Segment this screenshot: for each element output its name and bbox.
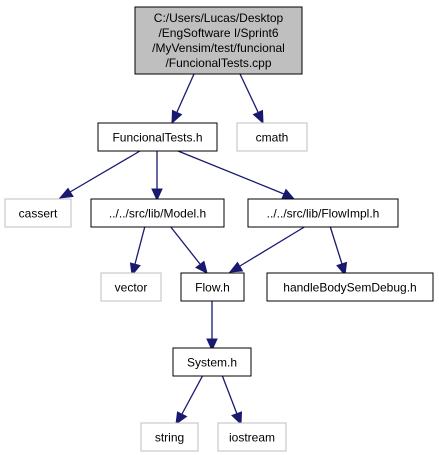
node-model-h[interactable]: ../../src/lib/Model.h bbox=[90, 198, 225, 228]
node-cassert[interactable]: cassert bbox=[4, 198, 72, 228]
node-vector-label: vector bbox=[115, 281, 148, 295]
node-handlebody-h-box bbox=[266, 272, 434, 302]
node-cassert-box bbox=[4, 198, 72, 228]
node-root-box bbox=[134, 6, 303, 75]
node-flowimpl-h-box bbox=[247, 198, 399, 228]
node-iostream[interactable]: iostream bbox=[217, 422, 287, 452]
node-string-label: string bbox=[155, 431, 184, 445]
node-handlebody-h-label: handleBodySemDebug.h bbox=[283, 281, 416, 295]
node-funcionaltests-h-box bbox=[97, 122, 218, 152]
node-cmath-label: cmath bbox=[256, 131, 289, 145]
edges bbox=[58, 73, 348, 426]
node-string[interactable]: string bbox=[140, 422, 199, 452]
node-string-box bbox=[140, 422, 199, 452]
node-cmath-box bbox=[236, 122, 308, 152]
edge-flow-h-to-system-h bbox=[206, 301, 218, 352]
edge-funcionaltests-h-to-cassert bbox=[58, 150, 141, 199]
node-flow-h-label: Flow.h bbox=[195, 281, 230, 295]
node-cassert-label: cassert bbox=[19, 207, 58, 221]
edge-root-to-cmath bbox=[239, 73, 264, 125]
nodes: C:/Users/Lucas/Desktop /EngSoftware I/Sp… bbox=[4, 6, 434, 452]
edge-model-h-to-flow-h bbox=[169, 225, 208, 274]
edge-system-h-to-string bbox=[175, 374, 204, 426]
node-root-line-2: /EngSoftware I/Sprint6 bbox=[158, 26, 278, 40]
node-root-line-1: C:/Users/Lucas/Desktop bbox=[154, 11, 284, 25]
node-root-file[interactable]: C:/Users/Lucas/Desktop /EngSoftware I/Sp… bbox=[134, 6, 303, 75]
node-vector-box bbox=[100, 272, 162, 302]
node-iostream-box bbox=[217, 422, 287, 452]
edge-flowimpl-h-to-handlebody-h bbox=[329, 225, 348, 277]
edge-funcionaltests-h-to-model-h bbox=[151, 151, 163, 202]
edge-model-h-to-vector bbox=[129, 225, 146, 277]
node-vector[interactable]: vector bbox=[100, 272, 162, 302]
node-root-line-3: /MyVensim/test/funcional bbox=[152, 41, 285, 55]
node-flowimpl-h-label: ../../src/lib/FlowImpl.h bbox=[267, 207, 380, 221]
node-root-line-4: /FuncionalTests.cpp bbox=[165, 56, 271, 70]
node-system-h-label: System.h bbox=[187, 356, 237, 370]
node-handlebody-h[interactable]: handleBodySemDebug.h bbox=[266, 272, 434, 302]
node-system-h[interactable]: System.h bbox=[172, 347, 252, 377]
node-model-h-label: ../../src/lib/Model.h bbox=[109, 207, 206, 221]
node-model-h-box bbox=[90, 198, 225, 228]
node-flow-h-box bbox=[180, 272, 245, 302]
edge-system-h-to-iostream bbox=[221, 374, 243, 426]
edge-flowimpl-h-to-flow-h bbox=[228, 225, 307, 273]
node-iostream-label: iostream bbox=[229, 431, 275, 445]
node-funcionaltests-h-label: FuncionalTests.h bbox=[112, 131, 202, 145]
edge-funcionaltests-h-to-flowimpl-h bbox=[177, 150, 296, 200]
node-flowimpl-h[interactable]: ../../src/lib/FlowImpl.h bbox=[247, 198, 399, 228]
edge-root-to-funcionaltests-h bbox=[171, 73, 195, 125]
node-flow-h[interactable]: Flow.h bbox=[180, 272, 245, 302]
node-cmath[interactable]: cmath bbox=[236, 122, 308, 152]
node-funcionaltests-h[interactable]: FuncionalTests.h bbox=[97, 122, 218, 152]
node-system-h-box bbox=[172, 347, 252, 377]
